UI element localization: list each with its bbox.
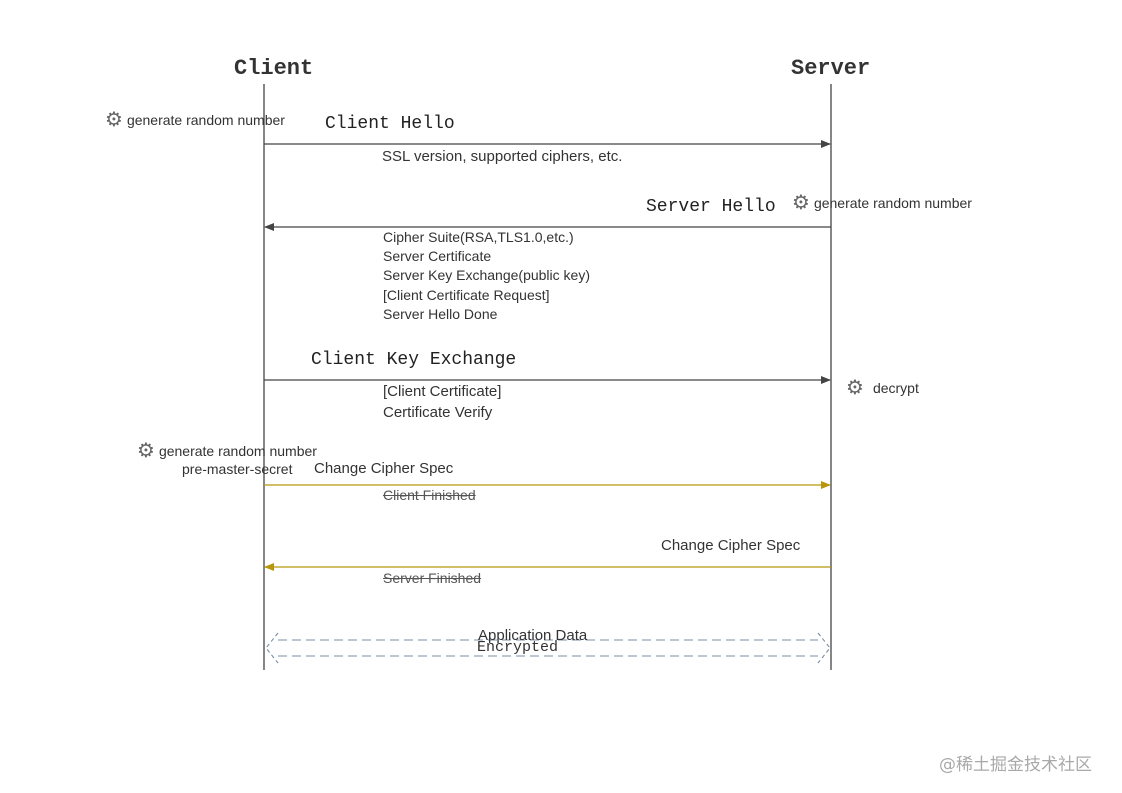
cipher-suite-note: Cipher Suite(RSA,TLS1.0,etc.) <box>383 229 574 245</box>
gear-icon: ⚙ <box>137 440 155 462</box>
server-random-note: generate random number <box>813 195 972 211</box>
client-change-cipher-label: Change Cipher Spec <box>314 460 454 477</box>
watermark: @稀土掘金技术社区 <box>939 755 1092 775</box>
server-hello-done-note: Server Hello Done <box>383 305 498 322</box>
gear-icon: ⚙ <box>846 377 864 399</box>
client-random-step-2: ⚙ generate random number <box>137 441 317 461</box>
gear-icon: ⚙ <box>105 109 123 131</box>
certificate-verify-note: Certificate Verify <box>383 404 493 421</box>
server-actor-label: Server <box>791 56 871 81</box>
server-certificate-note: Server Certificate <box>383 248 492 265</box>
client-random-note: generate random number <box>126 112 285 128</box>
client-certificate-request-note: [Client Certificate Request] <box>383 286 550 303</box>
client-key-exchange-details: [Client Certificate] Certificate Verify <box>383 381 501 423</box>
client-random-note-2: generate random number <box>158 443 317 459</box>
gear-icon: ⚙ <box>792 192 810 214</box>
server-finished-note: Server Finished <box>383 570 482 586</box>
decrypt-note: decrypt <box>872 380 919 396</box>
server-random-step: ⚙ generate random number <box>792 193 972 213</box>
decrypt-step: ⚙ decrypt <box>846 378 919 398</box>
client-random-step: ⚙ generate random number <box>105 110 285 130</box>
server-hello-label: Server Hello <box>646 197 776 217</box>
application-data-label: Application Data <box>478 627 588 644</box>
client-hello-label: Client Hello <box>325 114 455 134</box>
client-finished-note: Client Finished <box>383 487 476 503</box>
application-data-arrow <box>265 632 831 664</box>
client-certificate-note: [Client Certificate] <box>383 383 502 400</box>
server-hello-details: Cipher Suite(RSA,TLS1.0,etc.) Server Cer… <box>383 228 590 324</box>
pre-master-secret-note: pre-master-secret <box>182 461 293 477</box>
client-actor-label: Client <box>234 56 314 81</box>
client-key-exchange-label: Client Key Exchange <box>311 350 517 370</box>
server-key-exchange-note: Server Key Exchange(public key) <box>383 267 590 284</box>
ssl-version-note: SSL version, supported ciphers, etc. <box>382 148 623 165</box>
encrypted-label: Encrypted <box>477 639 559 656</box>
server-change-cipher-label: Change Cipher Spec <box>661 537 801 554</box>
